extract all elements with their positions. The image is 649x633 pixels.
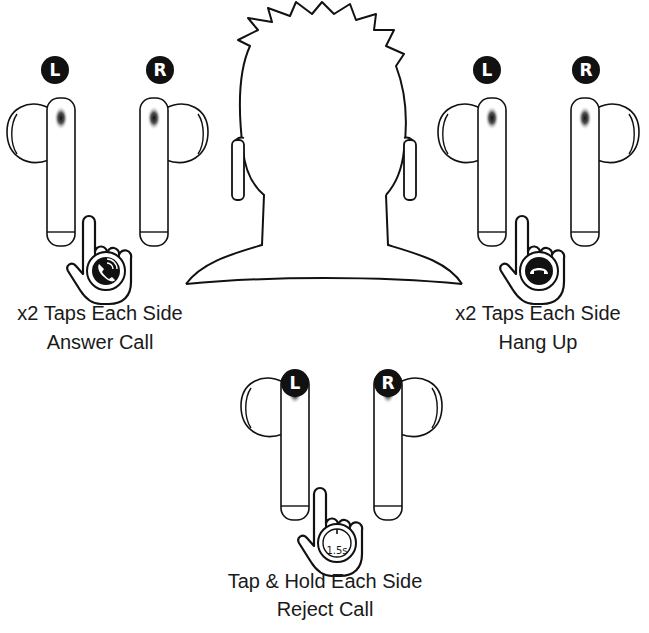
gesture-caption: Answer Call <box>47 330 154 354</box>
side-letter: R <box>579 62 592 79</box>
side-badge: R <box>572 56 600 84</box>
side-letter: L <box>290 375 301 392</box>
gesture-caption: Reject Call <box>277 597 374 621</box>
gesture-caption: Hang Up <box>499 330 578 354</box>
side-letter: R <box>153 62 166 79</box>
gesture-caption: x2 Taps Each Side <box>455 301 620 325</box>
gesture-caption: Tap & Hold Each Side <box>228 569 423 593</box>
gesture-caption: x2 Taps Each Side <box>17 301 182 325</box>
side-badge: L <box>473 56 501 84</box>
side-badge: L <box>41 56 69 84</box>
timer-label: 1.5s <box>326 545 347 557</box>
side-badge: L <box>281 369 309 397</box>
side-badge: R <box>146 56 174 84</box>
side-letter: R <box>381 375 394 392</box>
side-letter: L <box>50 62 61 79</box>
side-letter: L <box>482 62 493 79</box>
side-badge: R <box>374 369 402 397</box>
